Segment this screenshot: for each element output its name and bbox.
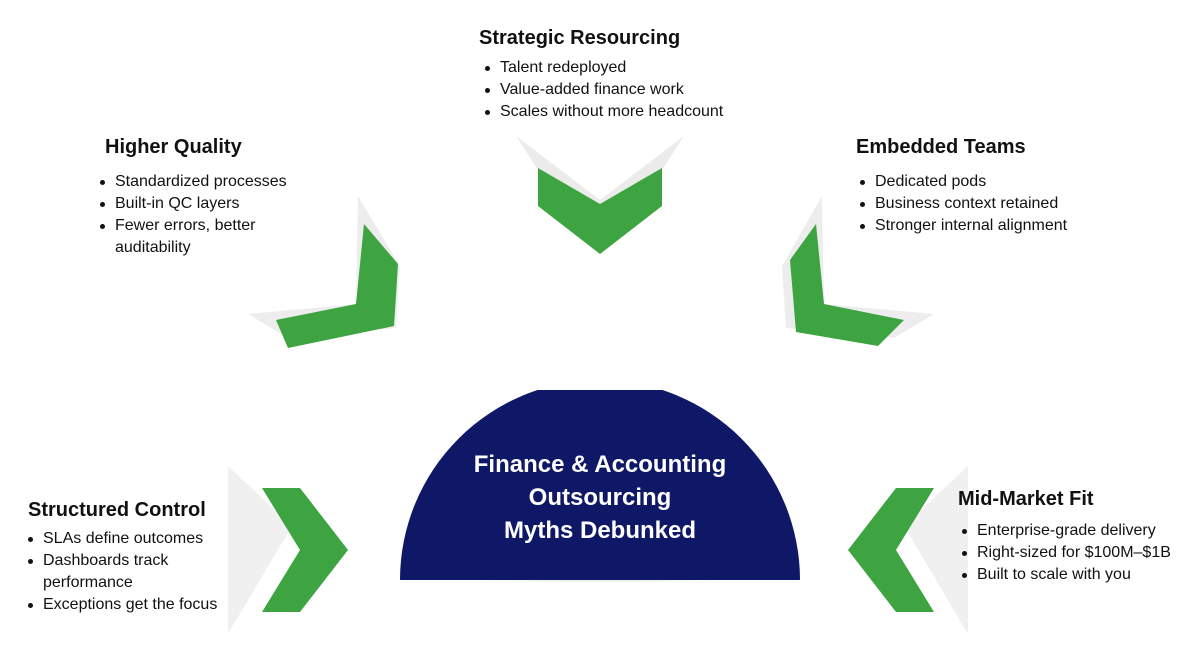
embedded-bullets: Dedicated pods Business context retained… <box>857 171 1067 237</box>
list-item: Enterprise-grade delivery <box>959 520 1171 542</box>
midmarket-bullets: Enterprise-grade delivery Right-sized fo… <box>959 520 1171 586</box>
list-item: performance <box>43 574 133 591</box>
list-item: Standardized processes <box>97 171 287 193</box>
list-item: Talent redeployed <box>482 57 723 79</box>
list-item: SLAs define outcomes <box>25 528 217 550</box>
chevron-icon-embedded <box>782 196 934 346</box>
list-item: Fewer errors, better <box>97 215 287 237</box>
list-item: Built-in QC layers <box>97 193 287 215</box>
list-item: Dashboards track <box>25 550 217 572</box>
hub-title: Finance & Accounting Outsourcing Myths D… <box>473 451 727 544</box>
list-item: Scales without more headcount <box>482 101 723 123</box>
chevron-left-icon <box>848 466 968 634</box>
control-title: Structured Control <box>28 499 206 521</box>
chevron-icon-quality <box>248 196 400 348</box>
embedded-title: Embedded Teams <box>856 136 1026 158</box>
strategic-title: Strategic Resourcing <box>479 27 681 49</box>
quality-bullets: Standardized processes Built-in QC layer… <box>97 171 287 259</box>
list-item: Exceptions get the focus <box>25 594 217 616</box>
list-item: Built to scale with you <box>959 564 1171 586</box>
midmarket-title: Mid-Market Fit <box>958 488 1094 510</box>
list-item: Dedicated pods <box>857 171 1067 193</box>
quality-title: Higher Quality <box>105 136 242 158</box>
list-item: auditability <box>115 239 191 256</box>
chevron-down-icon <box>516 136 684 254</box>
hub-semicircle <box>400 390 800 582</box>
list-item: Stronger internal alignment <box>857 215 1067 237</box>
list-item: Business context retained <box>857 193 1067 215</box>
control-bullets: SLAs define outcomes Dashboards track pe… <box>25 528 217 616</box>
strategic-bullets: Talent redeployed Value-added finance wo… <box>482 57 723 123</box>
list-item: Right-sized for $100M–$1B <box>959 542 1171 564</box>
list-item: Value-added finance work <box>482 79 723 101</box>
chevron-right-icon <box>228 466 348 634</box>
